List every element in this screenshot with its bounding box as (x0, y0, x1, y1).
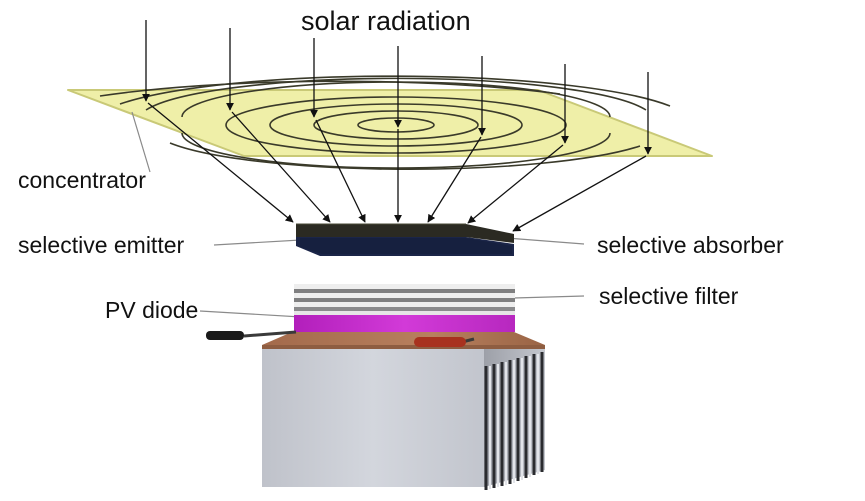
selective-emitter-label: selective emitter (18, 232, 185, 258)
focused-ray (315, 119, 366, 223)
selective-emitter-top (296, 224, 514, 243)
heat-sink-front (262, 349, 484, 487)
concentrator-label: concentrator (18, 167, 146, 193)
focused-ray (512, 155, 647, 232)
heat-sink-fins (484, 352, 544, 490)
heat-sink-fin-highlights (489, 354, 539, 489)
focused-ray (147, 102, 294, 223)
focused-ray (427, 136, 482, 223)
concentrator-leader (131, 111, 151, 173)
filter-leader (513, 295, 585, 299)
heat-sink (262, 349, 545, 490)
selective-filter (294, 284, 515, 315)
focused-ray (467, 144, 564, 224)
solar-radiation-label: solar radiation (301, 6, 471, 36)
pv-diode (294, 315, 515, 332)
black-wire (206, 330, 297, 340)
selective-absorber-label: selective absorber (597, 232, 784, 258)
absorber-leader (505, 237, 585, 245)
selective-absorber-body (300, 238, 512, 254)
absorber-emitter-block (296, 223, 514, 256)
copper-plate (262, 332, 545, 345)
fresnel-rings (99, 75, 671, 171)
focused-radiation-arrows (147, 102, 647, 232)
pv-diode-label: PV diode (105, 297, 199, 323)
red-wire (414, 337, 475, 347)
focused-ray (231, 111, 331, 223)
concentrator (67, 75, 713, 171)
selective-filter-label: selective filter (599, 283, 739, 309)
solar-radiation-arrows (142, 20, 652, 155)
